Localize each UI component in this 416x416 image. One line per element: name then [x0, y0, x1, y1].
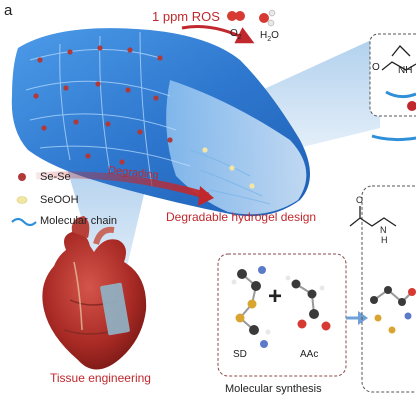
h2o-o: O [271, 30, 279, 41]
chem-structure-inset [369, 33, 416, 142]
product-atom-n: N [380, 225, 387, 235]
se-se-dots [33, 45, 173, 165]
legend-se-se-marker [18, 173, 26, 181]
zoom-beam-heart [64, 158, 146, 296]
structure-atom-o: O [372, 62, 380, 73]
hydrogel-caption: Degradable hydrogel design [166, 210, 317, 224]
degrading-arrow-head [198, 186, 214, 206]
legend-se-se-label: Se-Se [40, 171, 71, 183]
heart-illustration [42, 216, 147, 370]
aac-label: AAc [300, 349, 319, 360]
synthesis-caption: Molecular synthesis [225, 383, 322, 395]
synthesis-box [217, 253, 347, 377]
tissue-caption: Tissue engineering [50, 371, 151, 385]
seooh-dots [202, 147, 255, 189]
o2-label: O2 [230, 28, 242, 42]
legend-seooh-marker [16, 196, 28, 204]
o2-symbol: O [230, 28, 238, 39]
aac-molecule [285, 275, 331, 331]
acrylamide-structure [349, 206, 397, 227]
product-atom-h: H [381, 235, 388, 245]
synthesis-plus: + [268, 283, 283, 310]
o2-subscript: 2 [237, 34, 242, 41]
product-atom-o: O [356, 195, 364, 205]
panel-label: a [4, 2, 13, 19]
h2o-molecule [259, 9, 276, 27]
o2-molecule [227, 11, 245, 21]
h2o-h: H [260, 30, 268, 41]
degrading-arrow [35, 171, 209, 200]
legend-chain-label: Molecular chain [40, 215, 118, 227]
hydrogel-block [11, 28, 311, 217]
product-molecule [370, 286, 416, 334]
product-box [361, 185, 416, 393]
h2o-subscript: 2 [267, 36, 272, 43]
structure-atom-nh: NH [398, 65, 413, 76]
synthesis-arrow-head [358, 311, 368, 325]
ros-label: 1 ppm ROS [152, 9, 220, 24]
sd-label: SD [233, 349, 247, 360]
legend-chain-marker [11, 217, 37, 227]
sd-molecule [231, 266, 271, 348]
tissue-patch [100, 282, 130, 336]
legend-seooh-label: SeOOH [40, 194, 79, 206]
h2o-label: H2O [260, 30, 279, 44]
ros-arrow [181, 25, 255, 44]
